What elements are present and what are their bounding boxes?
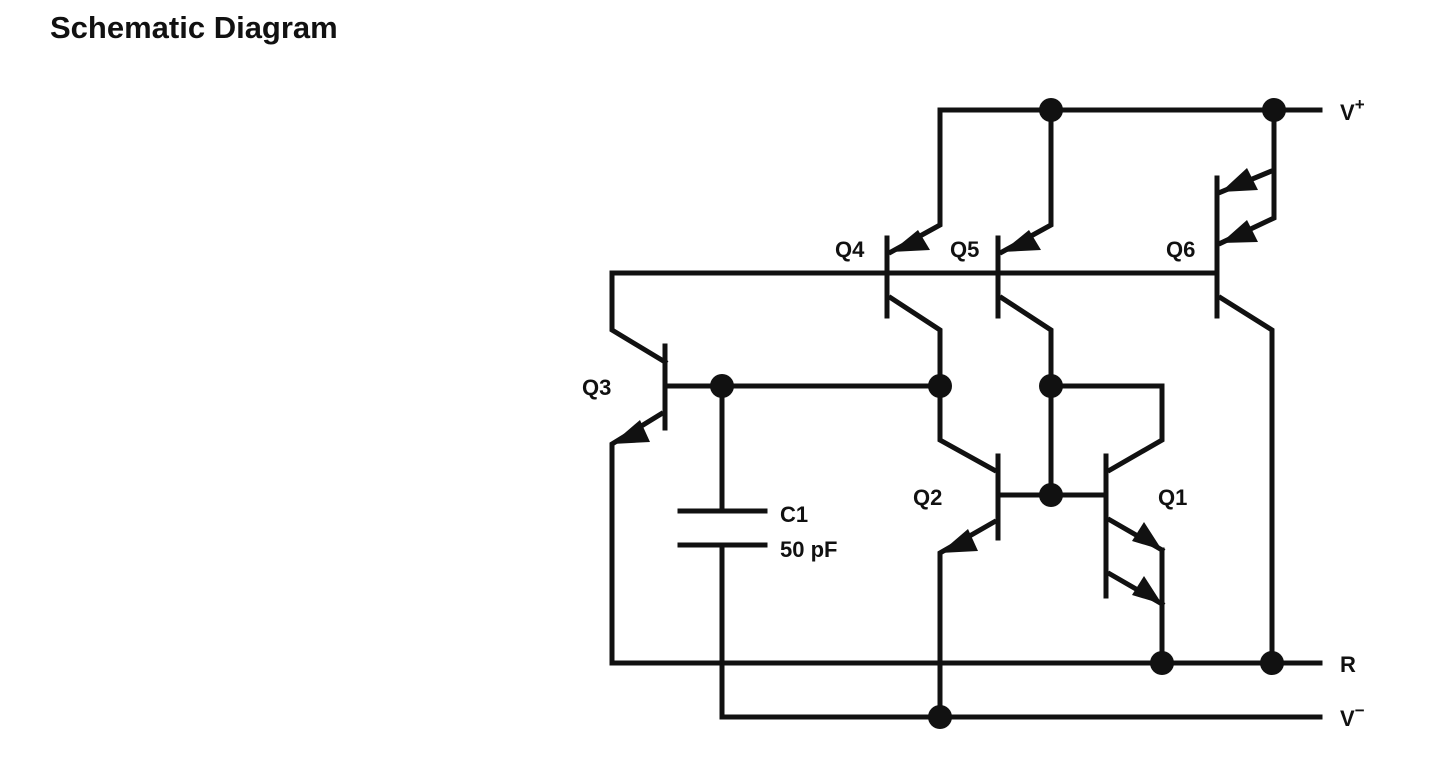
label-v-minus: V− — [1340, 701, 1365, 731]
label-c1-value: 50 pF — [780, 537, 837, 562]
label-q6: Q6 — [1166, 237, 1195, 262]
transistor-q2 — [937, 383, 1001, 720]
junction-dot — [1039, 483, 1063, 507]
label-q4: Q4 — [835, 237, 865, 262]
junction-dot — [928, 374, 952, 398]
transistor-q5 — [995, 107, 1054, 389]
label-q1: Q1 — [1158, 485, 1187, 510]
junction-dot — [1150, 651, 1174, 675]
junction-dot — [1260, 651, 1284, 675]
junction-dot — [1039, 98, 1063, 122]
transistor-q4 — [884, 107, 943, 389]
junction-dot — [1262, 98, 1286, 122]
base-line-q4-q5-q6 — [609, 270, 1220, 366]
label-v-plus: V+ — [1340, 95, 1365, 125]
label-c1-name: C1 — [780, 502, 808, 527]
label-r: R — [1340, 652, 1356, 677]
junction-dot — [928, 705, 952, 729]
junction-dot — [1039, 374, 1063, 398]
label-q3: Q3 — [582, 375, 611, 400]
transistor-q6 — [1214, 107, 1277, 666]
transistor-q3 — [609, 343, 943, 666]
transistor-q1 — [1048, 383, 1166, 666]
q1-q2-base-link — [999, 383, 1109, 498]
junction-dot — [710, 374, 734, 398]
label-q5: Q5 — [950, 237, 979, 262]
capacitor-c1 — [677, 383, 768, 720]
page-title: Schematic Diagram — [50, 10, 338, 45]
label-q2: Q2 — [913, 485, 942, 510]
